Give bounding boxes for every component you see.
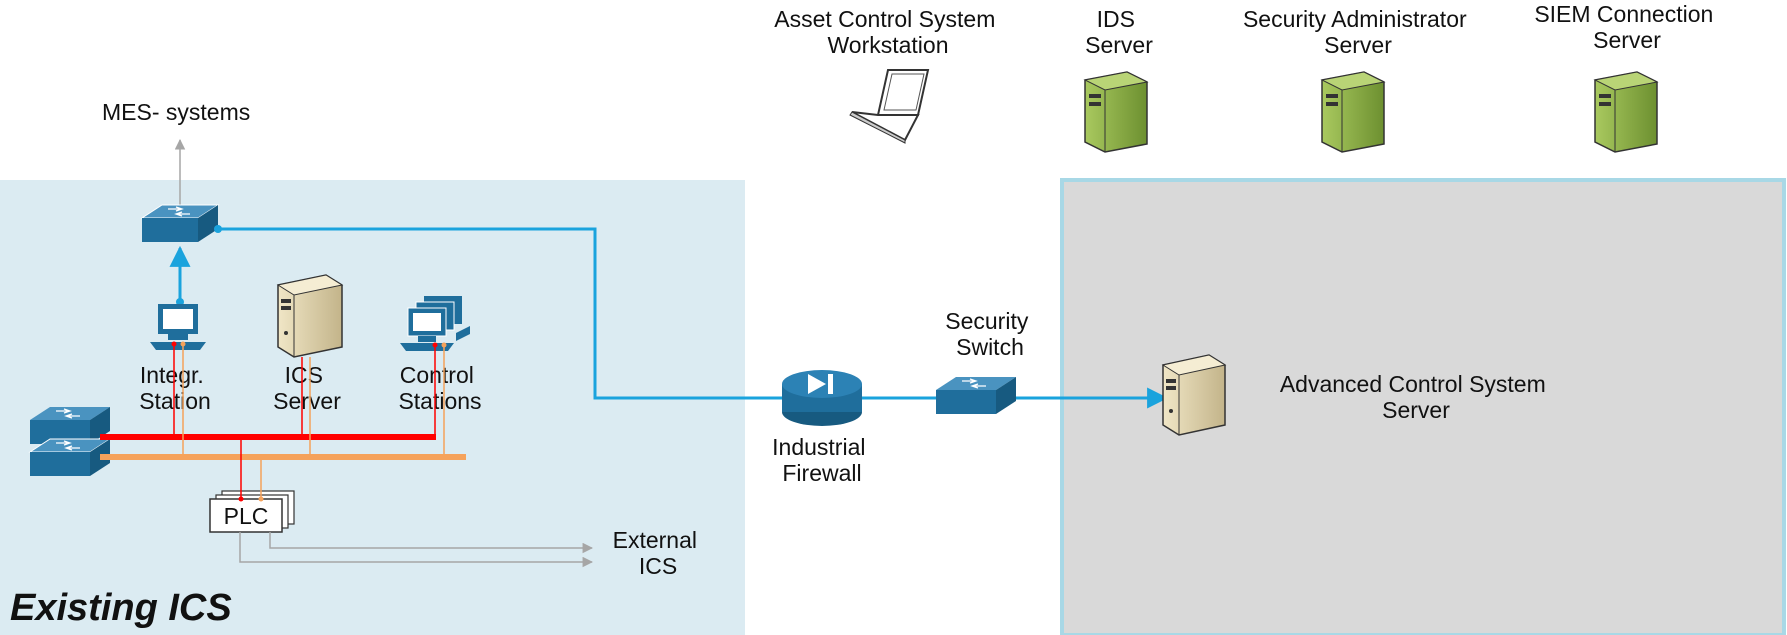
uplink-to-firewall	[218, 227, 782, 400]
ids-server-icon	[1083, 71, 1149, 153]
access-switch-icon	[28, 407, 112, 476]
security-switch-label: Security Switch	[945, 308, 1034, 360]
plc-external-link-2	[239, 532, 594, 568]
adv-server-icon	[1161, 354, 1227, 436]
adv-server-label: Advanced Control System Server	[1280, 371, 1552, 423]
siem-server-icon	[1593, 71, 1659, 153]
existing-ics-title: Existing ICS	[10, 587, 232, 629]
asset-ws-label: Asset Control System Workstation	[774, 6, 1002, 58]
external-ics-label: External ICS	[613, 527, 704, 579]
mes-switch-icon	[140, 204, 220, 242]
control-stations-icon	[400, 296, 470, 351]
host-drops	[171, 341, 447, 457]
security-admin-server-label: Security Administrator Server	[1243, 6, 1473, 58]
integr-station-label: Integr. Station	[139, 362, 211, 414]
plc-icon	[209, 490, 295, 533]
ics-server-icon	[276, 274, 344, 358]
firewall-icon	[782, 370, 862, 426]
plc-external-link-1	[269, 532, 594, 554]
plc-label: PLC	[224, 503, 269, 529]
ids-server-label: IDS Server	[1085, 6, 1153, 58]
siem-server-label: SIEM Connection Server	[1534, 1, 1719, 53]
ics-server-label: ICS Server	[273, 362, 341, 414]
firewall-label: Industrial Firewall	[772, 434, 872, 486]
security-switch-icon	[936, 377, 1016, 414]
mes-systems-label: MES- systems	[102, 99, 250, 125]
existing-ics-zone	[0, 180, 745, 635]
security-admin-server-icon	[1320, 71, 1386, 153]
control-stations-label: Control Stations	[398, 362, 481, 414]
laptop-icon	[849, 69, 930, 144]
integr-station-icon	[150, 304, 206, 350]
